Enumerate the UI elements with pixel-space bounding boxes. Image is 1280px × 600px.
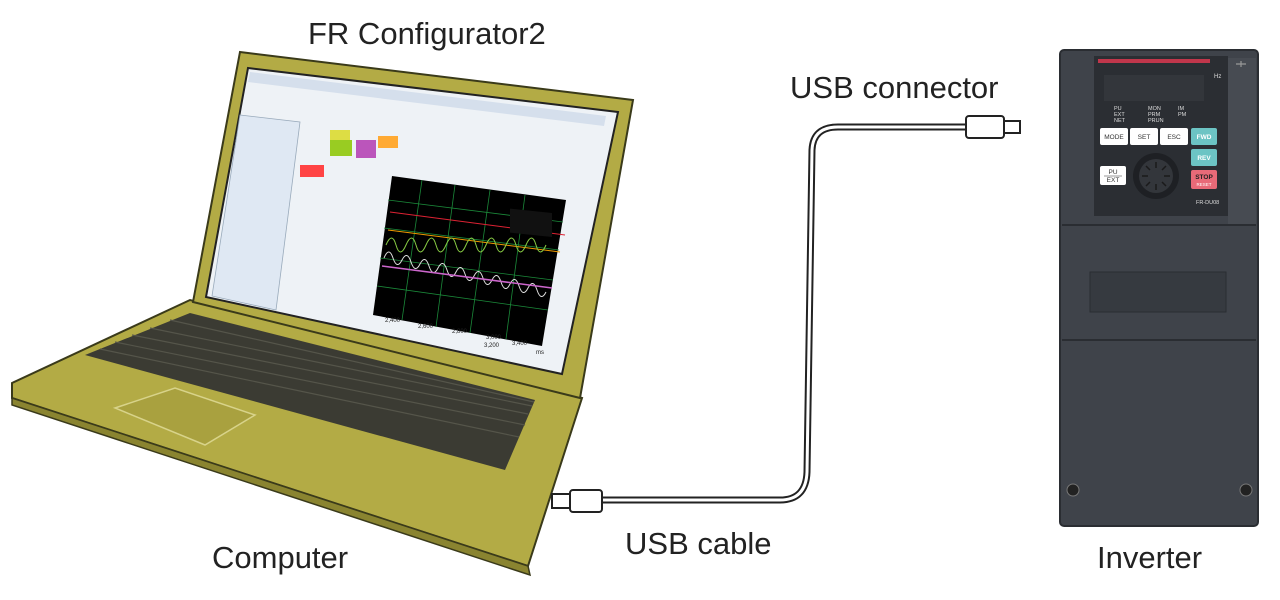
setting-dial[interactable]: [1133, 153, 1179, 199]
usb-cable: [551, 115, 1021, 513]
esc-button[interactable]: ESC: [1160, 128, 1188, 145]
operation-panel: Hz PU EXT NET MON PRM PRUN IM PM MODE SE…: [1094, 56, 1228, 216]
usb-cable-label: USB cable: [625, 526, 772, 561]
pu-label: PU: [1108, 169, 1117, 176]
computer-label: Computer: [212, 540, 349, 575]
usb-connector-label: USB connector: [790, 70, 999, 105]
reset-label: RESET: [1196, 182, 1211, 187]
x-tick: 2,400: [385, 318, 401, 324]
usb-icon: [1236, 61, 1246, 67]
usb-plug-computer: [551, 489, 603, 513]
mode-button[interactable]: MODE: [1100, 128, 1128, 145]
led-mon: MON: [1148, 106, 1161, 112]
led-ext: EXT: [1114, 112, 1125, 118]
rev-label: REV: [1197, 155, 1211, 162]
keyboard: [85, 313, 535, 470]
rev-button[interactable]: REV: [1191, 149, 1217, 166]
software-label: FR Configurator2: [308, 16, 546, 51]
led-im: IM: [1178, 106, 1185, 112]
esc-label: ESC: [1167, 134, 1181, 141]
x-tick: 2,800: [452, 329, 468, 335]
x-tick: 2,600: [418, 324, 434, 330]
hz-label: Hz: [1214, 74, 1221, 80]
mode-label: MODE: [1104, 134, 1124, 141]
ext-label: EXT: [1107, 177, 1120, 184]
x-tick: 3,200: [484, 343, 500, 349]
led-net: NET: [1114, 118, 1126, 124]
fwd-button[interactable]: FWD: [1191, 128, 1217, 145]
fwd-label: FWD: [1197, 134, 1212, 141]
set-label: SET: [1138, 134, 1151, 141]
stop-label: STOP: [1195, 174, 1213, 181]
inverter-label: Inverter: [1097, 540, 1203, 575]
x-unit: ms: [536, 350, 544, 356]
x-tick: 3,000: [486, 335, 502, 341]
led-pu: PU: [1114, 106, 1122, 112]
led-prm: PRM: [1148, 112, 1161, 118]
x-tick: 3,400: [512, 341, 528, 347]
laptop: 2,400 2,600 2,800 3,000 3,200 3,400 ms: [11, 50, 635, 577]
led-prun: PRUN: [1148, 118, 1164, 124]
panel-model: FR-DU08: [1196, 200, 1219, 206]
led-pm: PM: [1178, 112, 1187, 118]
set-button[interactable]: SET: [1130, 128, 1158, 145]
usb-plug-inverter: [965, 115, 1021, 139]
screen-graph-x-ticks: 2,400 2,600 2,800 3,000 3,200 3,400 ms: [385, 318, 544, 356]
inverter: Hz PU EXT NET MON PRM PRUN IM PM MODE SE…: [1059, 49, 1259, 527]
touchpad: [112, 387, 257, 446]
